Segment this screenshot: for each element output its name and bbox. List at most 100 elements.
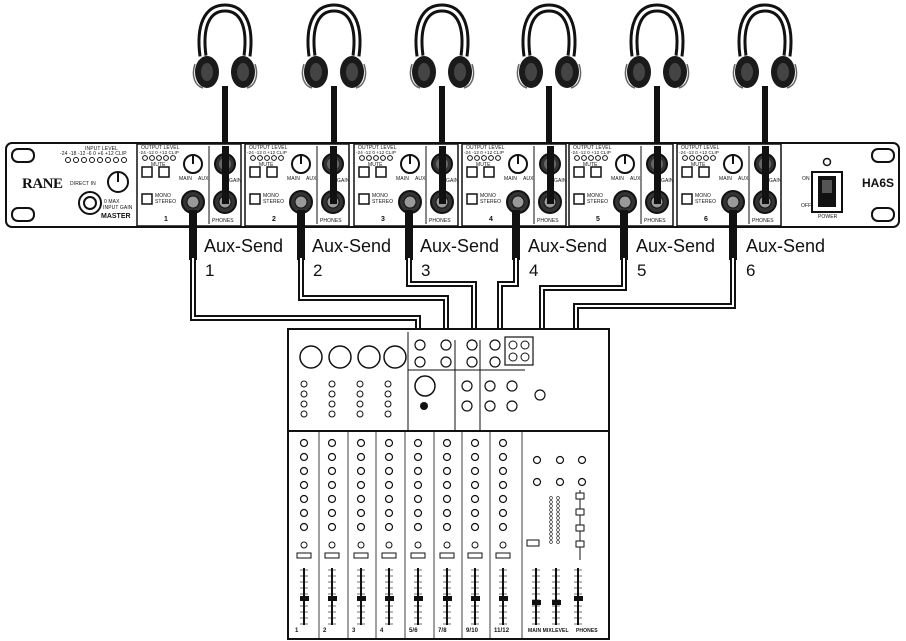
mixer-channel-label-3: 3 <box>352 628 355 634</box>
channel-fader-3[interactable] <box>357 596 366 601</box>
mixer-knob[interactable] <box>386 510 393 517</box>
mixer-knob[interactable] <box>472 482 479 489</box>
mute-button-3[interactable] <box>359 167 369 177</box>
mixer-knob[interactable] <box>386 524 393 531</box>
aux-send-cable-6 <box>576 210 737 338</box>
mixer-knob[interactable] <box>329 454 336 461</box>
mixer-knob[interactable] <box>444 510 451 517</box>
mono-stereo-button-6[interactable] <box>682 194 692 204</box>
mixer-knob[interactable] <box>500 510 507 517</box>
mic-input-2[interactable] <box>329 346 351 368</box>
master-fader-1[interactable] <box>532 600 541 605</box>
mixer-knob[interactable] <box>444 482 451 489</box>
channel-fader-7[interactable] <box>471 596 480 601</box>
aux-send-cable-4 <box>500 210 520 338</box>
mic-input-1[interactable] <box>300 346 322 368</box>
mixer-knob[interactable] <box>444 496 451 503</box>
mixer-knob[interactable] <box>358 524 365 531</box>
mixer-knob[interactable] <box>444 440 451 447</box>
channel-fader-6[interactable] <box>443 596 452 601</box>
mixer-knob[interactable] <box>329 482 336 489</box>
mixer-knob[interactable] <box>415 496 422 503</box>
mute-button-r-1[interactable] <box>159 167 169 177</box>
mixer-knob[interactable] <box>301 482 308 489</box>
mixer-knob[interactable] <box>329 496 336 503</box>
mute-button-2[interactable] <box>250 167 260 177</box>
mixer-knob[interactable] <box>472 524 479 531</box>
mono-stereo-button-5[interactable] <box>574 194 584 204</box>
headphones-group <box>193 8 796 156</box>
mute-button-5[interactable] <box>574 167 584 177</box>
mixer-knob[interactable] <box>386 496 393 503</box>
mixer-knob[interactable] <box>472 468 479 475</box>
mute-button-r-4[interactable] <box>484 167 494 177</box>
master-fader-3[interactable] <box>574 596 583 601</box>
mixer-knob[interactable] <box>500 524 507 531</box>
mixer-knob[interactable] <box>500 468 507 475</box>
aux-label-1: AUX <box>198 176 209 182</box>
rane-logo: RANE <box>22 176 63 193</box>
mixer-knob[interactable] <box>358 468 365 475</box>
mixer-knob[interactable] <box>415 482 422 489</box>
mixer-knob[interactable] <box>301 454 308 461</box>
mute-button-r-3[interactable] <box>376 167 386 177</box>
mixer-knob[interactable] <box>500 454 507 461</box>
channel-fader-4[interactable] <box>385 596 394 601</box>
mixer-knob[interactable] <box>386 440 393 447</box>
headphone-icon-3 <box>410 8 473 156</box>
mixer-knob[interactable] <box>301 440 308 447</box>
mixer-knob[interactable] <box>358 440 365 447</box>
mixer-knob[interactable] <box>301 468 308 475</box>
mute-button-4[interactable] <box>467 167 477 177</box>
mixer-knob[interactable] <box>500 440 507 447</box>
channel-fader-5[interactable] <box>414 596 423 601</box>
mixer-knob[interactable] <box>358 454 365 461</box>
mixer-knob[interactable] <box>329 524 336 531</box>
input-gain-label: INPUT GAIN <box>103 205 133 211</box>
mute-button-r-2[interactable] <box>267 167 277 177</box>
mute-button-1[interactable] <box>142 167 152 177</box>
mono-stereo-button-4[interactable] <box>467 194 477 204</box>
mixer-knob[interactable] <box>329 440 336 447</box>
mixer-knob[interactable] <box>329 468 336 475</box>
mixer-knob[interactable] <box>358 482 365 489</box>
mixer-knob[interactable] <box>444 454 451 461</box>
mixer-knob[interactable] <box>444 468 451 475</box>
mic-input-4[interactable] <box>384 346 406 368</box>
mixer-knob[interactable] <box>500 482 507 489</box>
mixer-knob[interactable] <box>415 468 422 475</box>
mixer-knob[interactable] <box>500 496 507 503</box>
mono-stereo-button-2[interactable] <box>250 194 260 204</box>
master-fader-2[interactable] <box>552 600 561 605</box>
channel-fader-8[interactable] <box>499 596 508 601</box>
mixer-knob[interactable] <box>415 510 422 517</box>
mute-button-6[interactable] <box>682 167 692 177</box>
mixer-knob[interactable] <box>329 510 336 517</box>
mixer-knob[interactable] <box>358 510 365 517</box>
mixer-knob[interactable] <box>386 482 393 489</box>
mixer-knob[interactable] <box>301 524 308 531</box>
channel-fader-1[interactable] <box>300 596 309 601</box>
mixer-knob[interactable] <box>301 510 308 517</box>
mixer-knob[interactable] <box>415 440 422 447</box>
mic-input-3[interactable] <box>358 346 380 368</box>
mixer-knob[interactable] <box>301 496 308 503</box>
mixer-knob[interactable] <box>472 440 479 447</box>
channel-fader-2[interactable] <box>328 596 337 601</box>
mute-label-6: MUTE <box>691 162 706 168</box>
mute-button-r-6[interactable] <box>699 167 709 177</box>
mute-button-r-5[interactable] <box>591 167 601 177</box>
power-label: POWER <box>818 214 837 220</box>
mono-stereo-button-3[interactable] <box>359 194 369 204</box>
mixer-knob[interactable] <box>415 454 422 461</box>
mono-stereo-button-1[interactable] <box>142 194 152 204</box>
mixer-knob[interactable] <box>358 496 365 503</box>
channel-number-6: 6 <box>704 216 708 223</box>
mixer-knob[interactable] <box>472 454 479 461</box>
mixer-knob[interactable] <box>472 510 479 517</box>
mixer-knob[interactable] <box>415 524 422 531</box>
mixer-knob[interactable] <box>444 524 451 531</box>
mixer-knob[interactable] <box>386 454 393 461</box>
mixer-knob[interactable] <box>472 496 479 503</box>
mixer-knob[interactable] <box>386 468 393 475</box>
